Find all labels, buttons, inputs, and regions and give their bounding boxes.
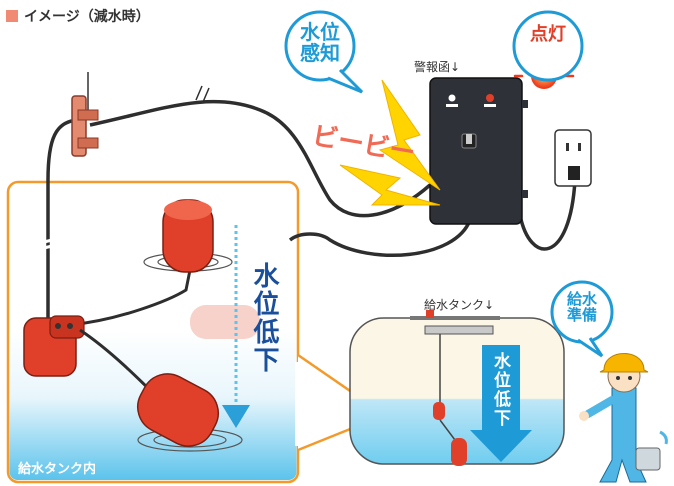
inset-level-text: 水位低下 [249,262,279,374]
power-outlet [554,129,592,187]
power-cable [518,179,577,251]
lower-float [137,373,219,447]
supply-bubble-text: 給水 準備 [566,290,597,324]
alarm-box [429,77,523,225]
detect-bubble-text: 水位 感知 [300,20,340,65]
cable-to-alarm [89,99,432,218]
title-text: イメージ（減水時） [24,9,150,25]
detect-bubble [284,10,356,82]
lightning-icon [378,79,441,191]
tank-inside-label: 給水タンク内 [18,462,97,477]
alarm-box-label: 警報函↓ [414,60,461,74]
page-title: イメージ（減水時） [6,6,150,26]
inset-arrow-head [222,405,250,428]
water-tank-label: 給水タンク↓ [424,298,495,312]
tank-level-text: 水位低下 [490,352,510,428]
light-bubble-text: 点灯 [530,24,566,45]
light-bubble [512,10,584,82]
tank-level-arrow [470,345,532,462]
title-marker [6,10,18,22]
worker-figure [579,353,668,483]
